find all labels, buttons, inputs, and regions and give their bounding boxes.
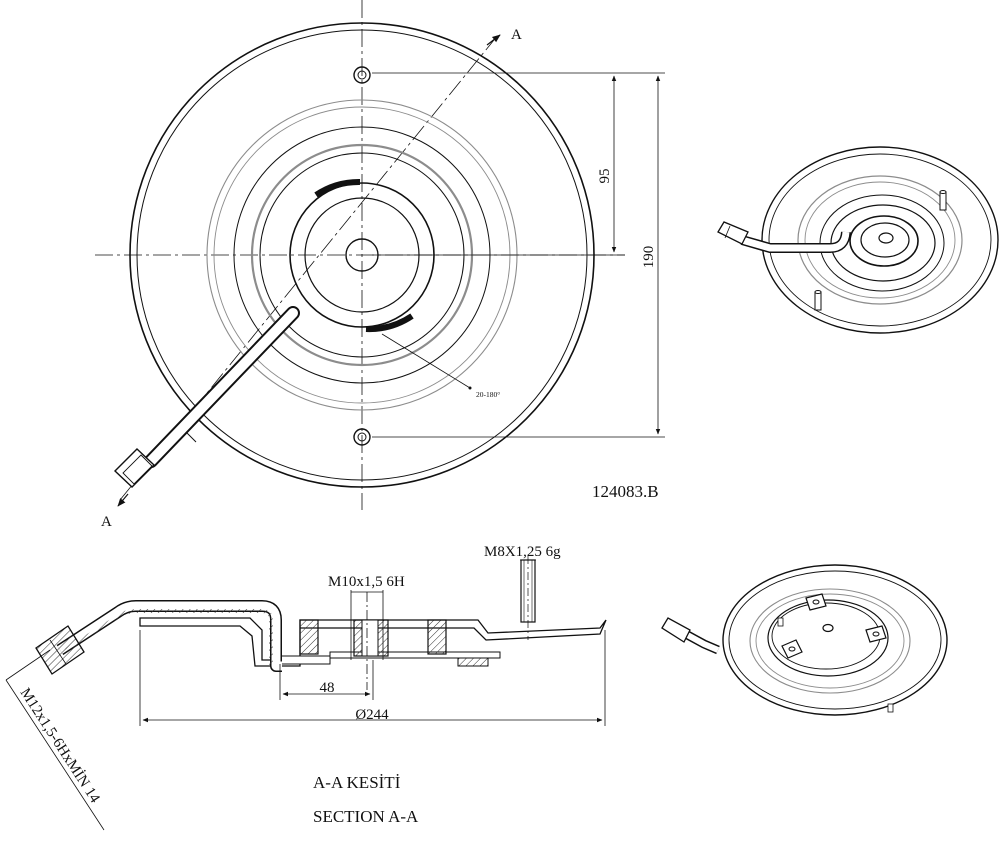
isometric-view-top (717, 146, 999, 334)
mount-hole-top-inner (357, 70, 367, 80)
hub-right (427, 619, 447, 655)
dimension-diameter (139, 630, 606, 726)
thread-stud-label: M8X1,25 6g (484, 544, 561, 560)
isometric-view-bottom (661, 564, 948, 716)
caption-tr: A-A KESİTİ (313, 773, 401, 792)
section-marker-top-label: A (511, 27, 522, 43)
mount-hole-top (353, 66, 371, 84)
caption-en: SECTION A-A (313, 807, 419, 826)
dimension-hole-spacing (372, 72, 665, 438)
dim-190-label: 190 (641, 246, 657, 269)
thread-center-label: M10x1,5 6H (328, 574, 405, 590)
angle-leader (381, 333, 471, 389)
slot-arc-bottom (365, 313, 414, 333)
section-marker-bottom-label: A (101, 514, 112, 530)
section-pipe (56, 600, 282, 672)
mount-hole-bottom-inner (357, 432, 367, 442)
plan-view: A A 95 190 20-180° 124083.B (95, 0, 665, 530)
inlet-pipe-plan (113, 306, 300, 488)
dim-48-label: 48 (320, 680, 335, 696)
thread-inlet-label: M12x1,5-6HxMİN 14 (17, 685, 103, 806)
section-marker-bottom: A (101, 493, 129, 530)
hub-left (299, 619, 319, 655)
dimension-48 (279, 660, 374, 700)
drawing-number: 124083.B (592, 482, 659, 501)
plate-profile (139, 617, 607, 667)
mount-hole-bottom (353, 428, 371, 446)
dim-95-label: 95 (597, 169, 613, 184)
dim-diameter-label: Ø244 (355, 707, 389, 723)
section-marker-top: A (486, 27, 522, 46)
angle-note-label: 20-180° (476, 390, 500, 399)
section-view: 48 Ø244 M10x1,5 6H M8X1,25 6g M12x1,5-6H… (5, 544, 607, 831)
slot-arc-top (314, 178, 361, 198)
